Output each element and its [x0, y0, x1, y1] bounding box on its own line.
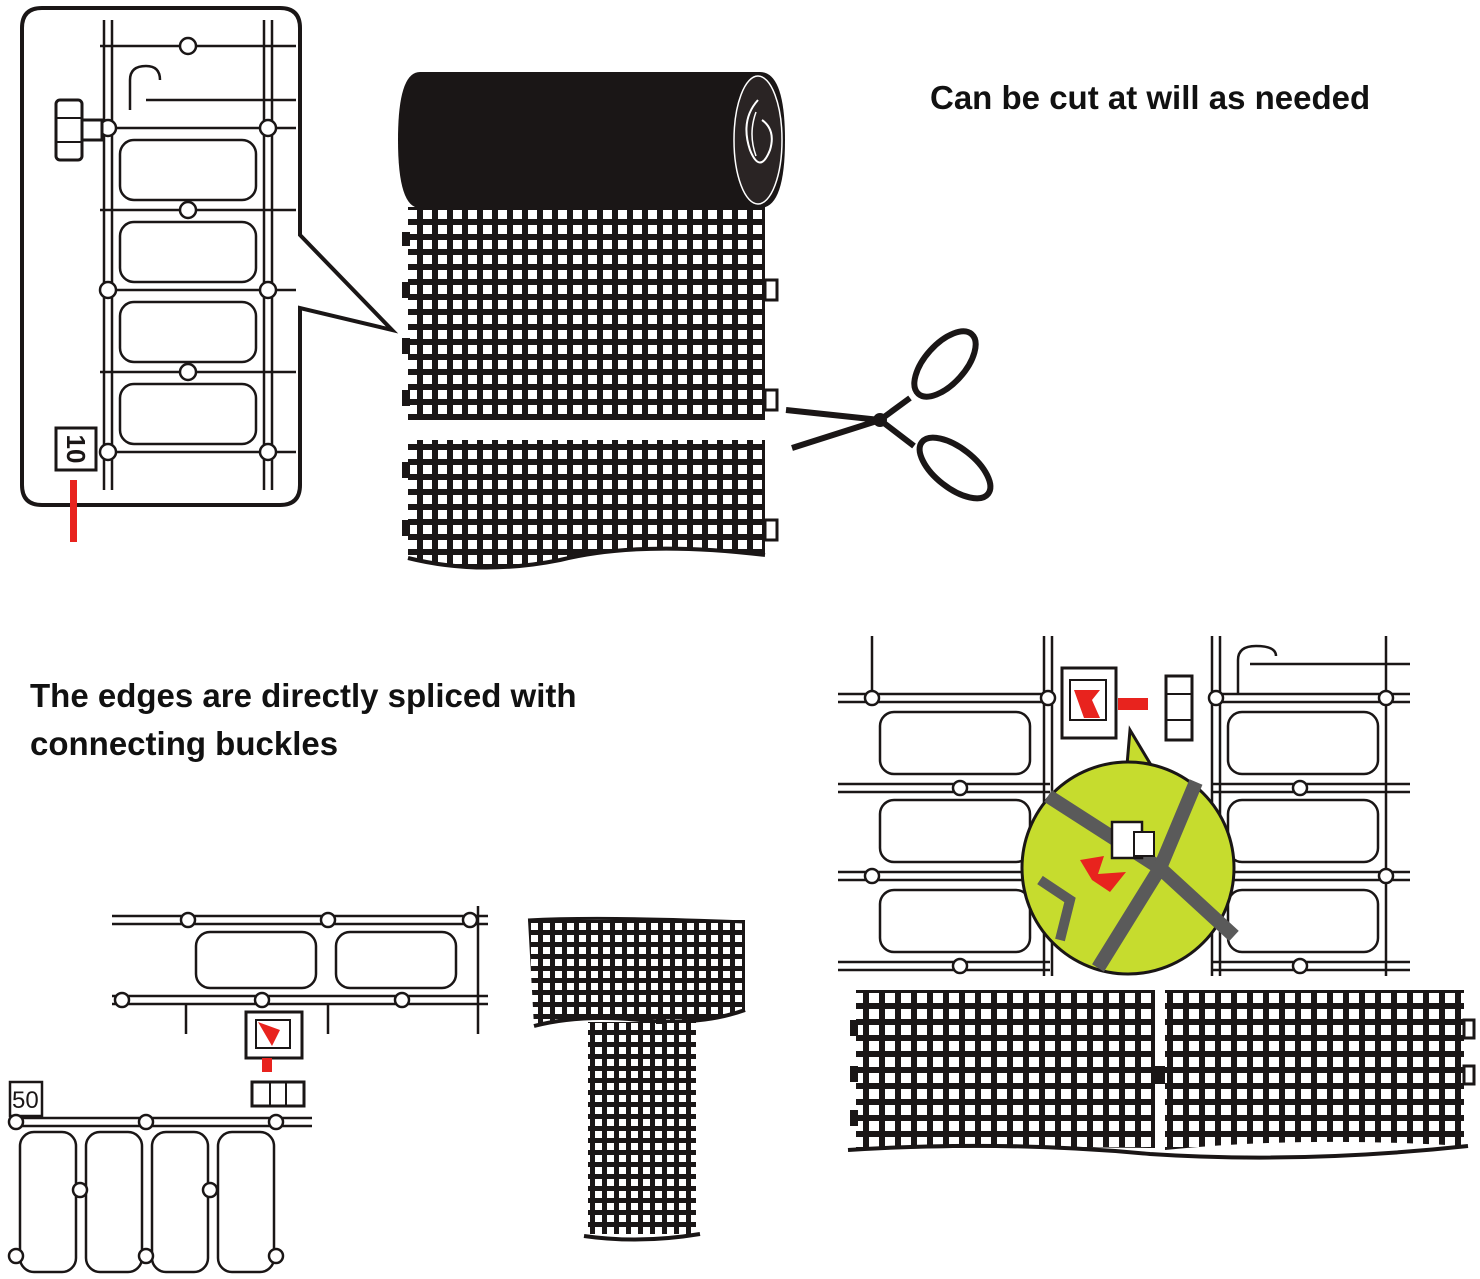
arrow-icon: [70, 480, 77, 542]
buckle-icon: [244, 1010, 306, 1108]
buckle-icon: [54, 98, 104, 162]
magnifier-icon: [1020, 725, 1239, 976]
net-sheet-upper: [402, 207, 779, 420]
caption-splice: The edges are directly spliced with conn…: [30, 677, 577, 762]
panel-number-bottom: 50: [12, 1087, 39, 1114]
buckle-detail-knots: [863, 689, 1395, 975]
scissors-icon: [785, 328, 994, 502]
caption-cut: Can be cut at will as needed: [930, 79, 1371, 116]
splice-net-lower: [8, 1080, 312, 1274]
arrow-icon: [258, 1022, 280, 1046]
number-tag: [54, 426, 98, 472]
splice-knots-lower: [7, 1113, 285, 1265]
t-net-pieces: [527, 916, 746, 1242]
net-roll: [398, 72, 785, 208]
splice-net-upper: [112, 906, 488, 1034]
net-knots: [98, 36, 278, 462]
panel-number-top: 10: [61, 435, 91, 464]
detail-callout: 10: [20, 6, 399, 542]
buckle-icon: [1060, 666, 1194, 742]
net-sheet-lower: [402, 440, 779, 570]
splice-knots-upper: [113, 911, 479, 1009]
net-closeup: [100, 20, 296, 490]
spliced-sheets: [847, 990, 1476, 1160]
arrow-icon: [1074, 690, 1100, 718]
